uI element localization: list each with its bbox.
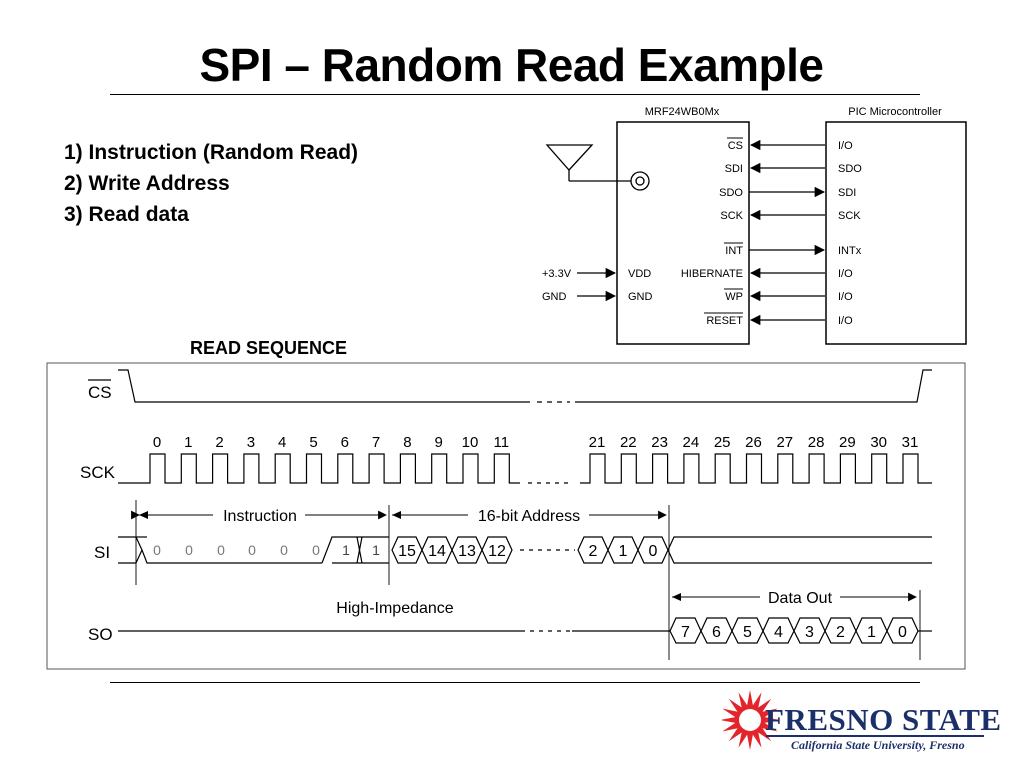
instruction-bit: 0 xyxy=(153,542,161,558)
clock-number: 1 xyxy=(184,434,192,451)
clock-number: 3 xyxy=(247,434,255,451)
mcu-pin-sck: SCK xyxy=(838,210,861,222)
instruction-bit: 0 xyxy=(248,542,256,558)
address-bit: 13 xyxy=(458,543,476,560)
address-bit-cell xyxy=(481,536,513,564)
step-item: 1) Instruction (Random Read) xyxy=(64,141,359,164)
high-z-label: High-Impedance xyxy=(336,600,454,617)
clock-number: 31 xyxy=(902,434,919,451)
clock-number: 6 xyxy=(341,434,349,451)
clock-number: 21 xyxy=(589,434,606,451)
clock-number: 28 xyxy=(808,434,825,451)
antenna-icon xyxy=(545,144,650,191)
data-bit: 3 xyxy=(805,624,814,641)
signal-cs: CS xyxy=(88,383,112,402)
clock-number: 25 xyxy=(714,434,731,451)
device-box xyxy=(616,121,750,345)
instruction-bit: 1 xyxy=(342,542,350,558)
pin-gnd: GND xyxy=(628,291,653,303)
clock-number: 30 xyxy=(870,434,887,451)
address-label: 16-bit Address xyxy=(478,508,580,525)
mcu-pin-sdi: SDI xyxy=(838,187,856,199)
page-title: SPI – Random Read Example xyxy=(199,39,824,91)
data-bit: 4 xyxy=(774,624,783,641)
clock-number: 4 xyxy=(278,434,286,451)
clock-number: 22 xyxy=(620,434,637,451)
clock-number: 7 xyxy=(372,434,380,451)
address-bit: 0 xyxy=(649,543,658,560)
instruction-bit: 1 xyxy=(372,542,380,558)
sck-waveform xyxy=(118,453,932,484)
pin-int: INT xyxy=(725,245,743,257)
step-item: 2) Write Address xyxy=(64,172,230,195)
mcu-pin-io: I/O xyxy=(838,268,853,280)
mcu-pin-sdo: SDO xyxy=(838,163,862,175)
power-3v3: +3.3V xyxy=(542,268,572,280)
read-sequence-heading: READ SEQUENCE xyxy=(190,338,348,358)
clock-number: 9 xyxy=(435,434,443,451)
address-bit: 2 xyxy=(589,543,598,560)
instruction-bit: 0 xyxy=(280,542,288,558)
data-bit: 5 xyxy=(743,624,752,641)
step-item: 3) Read data xyxy=(64,203,189,226)
clock-number: 11 xyxy=(494,434,510,451)
address-bit: 14 xyxy=(428,543,446,560)
clock-number: 8 xyxy=(403,434,411,451)
clock-number: 10 xyxy=(462,434,479,451)
pin-sdi: SDI xyxy=(725,163,743,175)
logo-divider xyxy=(766,735,984,737)
mcu-box xyxy=(825,121,967,345)
pin-sck: SCK xyxy=(720,210,743,222)
mcu-pin-intx: INTx xyxy=(838,245,862,257)
address-bit: 1 xyxy=(619,543,628,560)
device-label: MRF24WB0Mx xyxy=(645,106,720,118)
mcu-pin-io: I/O xyxy=(838,291,853,303)
pin-wp: WP xyxy=(725,291,743,303)
clock-number: 23 xyxy=(651,434,668,451)
data-bit: 2 xyxy=(836,624,845,641)
si-waveform xyxy=(118,536,932,564)
power-gnd: GND xyxy=(542,291,567,303)
signal-sck: SCK xyxy=(80,463,116,482)
clock-number: 29 xyxy=(839,434,856,451)
signal-si: SI xyxy=(94,543,110,562)
clock-number: 27 xyxy=(776,434,793,451)
instruction-bit: 0 xyxy=(217,542,225,558)
data-bit: 1 xyxy=(867,624,876,641)
pin-reset: RESET xyxy=(706,315,743,327)
data-bit: 0 xyxy=(898,624,907,641)
clock-number: 0 xyxy=(153,434,161,451)
title-divider xyxy=(110,94,920,95)
data-bit: 6 xyxy=(712,624,721,641)
clock-number: 2 xyxy=(215,434,223,451)
clock-number: 24 xyxy=(683,434,700,451)
step-list: 1) Instruction (Random Read) 2) Write Ad… xyxy=(64,137,358,230)
pin-sdo: SDO xyxy=(719,187,743,199)
so-waveform xyxy=(118,617,932,644)
address-bit: 15 xyxy=(398,543,416,560)
pin-hibernate: HIBERNATE xyxy=(681,268,743,280)
data-out-label: Data Out xyxy=(768,590,833,607)
mcu-pin-io: I/O xyxy=(838,315,853,327)
cs-waveform xyxy=(118,369,932,403)
signal-so: SO xyxy=(88,625,113,644)
logo-name: FRESNO STATE xyxy=(765,702,1002,737)
fresno-state-logo xyxy=(722,690,780,750)
logo-subtitle: California State University, Fresno xyxy=(791,738,965,752)
pin-cs: CS xyxy=(728,140,743,152)
clock-number: 26 xyxy=(745,434,762,451)
instruction-bit: 0 xyxy=(185,542,193,558)
mcu-label: PIC Microcontroller xyxy=(848,106,942,118)
instruction-label: Instruction xyxy=(223,508,297,525)
mcu-pin-io: I/O xyxy=(838,140,853,152)
data-bit: 7 xyxy=(681,624,690,641)
address-bit: 12 xyxy=(488,543,506,560)
pin-vdd: VDD xyxy=(628,268,651,280)
clock-number: 5 xyxy=(309,434,317,451)
timing-frame xyxy=(46,362,966,670)
footer-divider xyxy=(110,682,920,683)
instruction-bit: 0 xyxy=(312,542,320,558)
